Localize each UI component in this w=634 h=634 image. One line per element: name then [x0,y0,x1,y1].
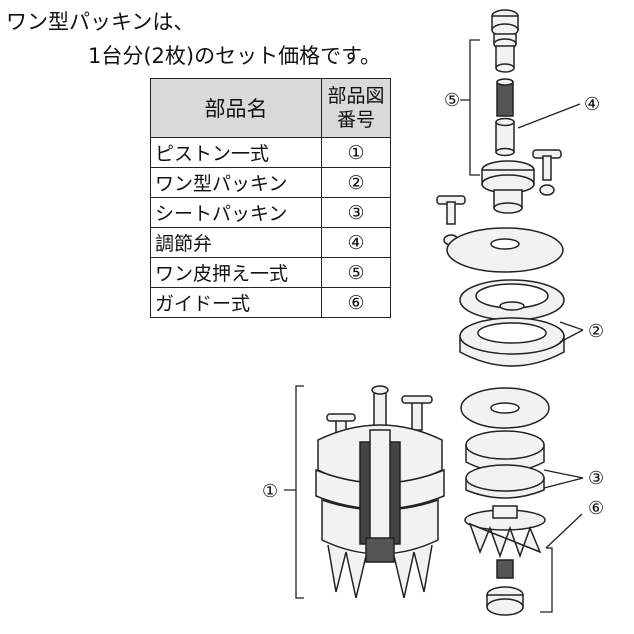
piston-assembly [315,385,445,599]
bracket-6 [540,513,583,613]
callout-5: ⑤ [444,90,460,111]
part-number-cell: ④ [321,227,391,258]
leader-2 [559,321,584,343]
cup-packing-upper [459,279,565,321]
guide-body [464,505,546,559]
t-bolt-left [436,195,466,246]
part-number-cell: ⑥ [321,287,391,318]
guide-nut [486,586,524,616]
cap-nut [491,9,519,37]
table-row: ワン皮押え一式 ⑤ [150,257,391,288]
callout-1: ① [262,481,278,502]
spring [496,78,514,117]
guide-spring [496,559,514,579]
callout-3: ③ [588,468,604,489]
cup-packing-lower [459,317,565,367]
leader-3 [543,469,584,489]
parts-table-header: 部品名 部品図 番号 [150,78,391,138]
part-name-cell: ガイドー式 [150,287,322,318]
retainer-body [481,160,535,214]
parts-table: 部品名 部品図 番号 ピストン一式 ① ワン型パッキン ② シートパッキン ③ … [150,78,391,318]
table-row: ガイドー式 ⑥ [150,287,391,318]
seat-packing-lower [465,464,545,499]
adjusting-valve [495,117,515,157]
threaded-stem [495,45,515,73]
table-row: 調節弁 ④ [150,227,391,258]
heading-line-2: 1台分(2枚)のセット価格です。 [88,44,382,68]
column-header-number-line1: 部品図 [327,85,385,107]
part-name-cell: ワン皮押え一式 [150,257,322,288]
t-bolt-right [532,149,562,196]
callout-4: ④ [584,94,600,115]
part-name-cell: ピストン一式 [150,137,322,168]
part-name-cell: 調節弁 [150,227,322,258]
heading-line-1: ワン型パッキンは、 [6,10,195,34]
callout-6: ⑥ [588,498,604,519]
part-number-cell: ③ [321,197,391,228]
seat-packing-washer [460,387,550,429]
leader-4 [517,103,581,129]
retainer-plate [446,227,564,273]
column-header-part-number: 部品図 番号 [321,78,391,138]
table-row: ワン型パッキン ② [150,167,391,198]
part-name-cell: ワン型パッキン [150,167,322,198]
part-name-cell: シートパッキン [150,197,322,228]
bracket-1 [284,385,304,599]
table-row: シートパッキン ③ [150,197,391,228]
table-row: ピストン一式 ① [150,137,391,168]
bracket-5 [460,39,480,176]
column-header-part-name: 部品名 [150,78,322,138]
column-header-number-line2: 番号 [336,109,375,131]
part-number-cell: ① [321,137,391,168]
callout-2: ② [588,321,604,342]
